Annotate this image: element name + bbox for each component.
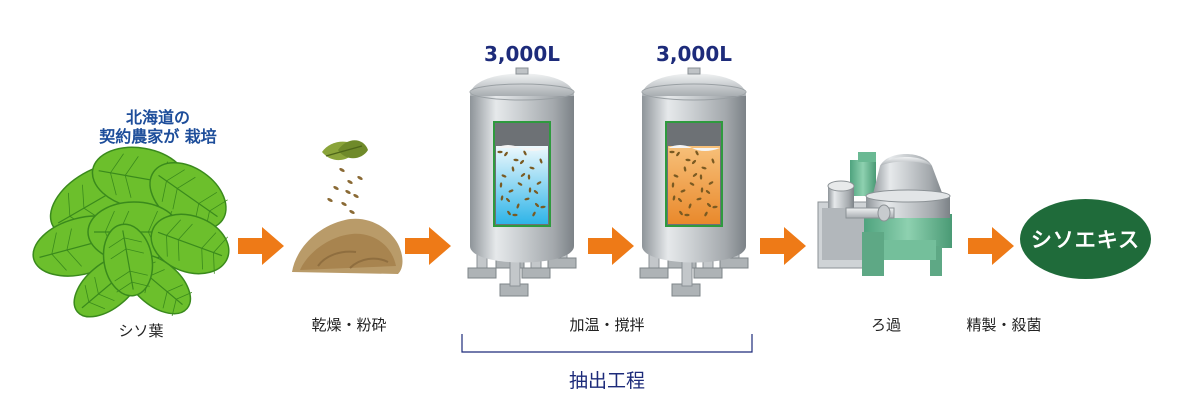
flow-arrow-2: [405, 227, 451, 265]
step-heat-label: 加温・撹拌: [569, 316, 645, 334]
flow-arrows: [238, 227, 1014, 265]
tank-1-illustration: [467, 67, 577, 297]
flow-arrow-5: [968, 227, 1014, 265]
product-label: シソエキス: [1030, 228, 1141, 252]
step-shiso-label: シソ葉: [118, 322, 164, 340]
tank-1-volume: 3,000L: [483, 42, 561, 66]
tank-2-illustration: [639, 67, 749, 297]
dried-powder-illustration: [292, 140, 403, 274]
origin-caption: 北海道の 契約農家が 栽培: [99, 108, 217, 146]
tank-2-volume: 3,000L: [655, 42, 733, 66]
leaf-6: [150, 213, 230, 275]
flow-arrow-1: [238, 227, 284, 265]
origin-line-2: 契約農家が 栽培: [99, 127, 217, 146]
flow-arrow-4: [760, 227, 806, 265]
step-refine-label: 精製・殺菌: [966, 316, 1042, 334]
step-dry-label: 乾燥・粉砕: [311, 316, 387, 334]
step-filter-label: ろ過: [870, 316, 902, 334]
flow-arrow-3: [588, 227, 634, 265]
extraction-bracket: [461, 334, 753, 353]
shiso-leaves-illustration: [32, 146, 230, 318]
leaf-9: [102, 223, 154, 297]
origin-line-1: 北海道の: [125, 108, 191, 127]
product-badge: シソエキス: [1020, 199, 1151, 279]
centrifuge-illustration: [817, 152, 952, 276]
extraction-process-label: 抽出工程: [568, 370, 646, 392]
